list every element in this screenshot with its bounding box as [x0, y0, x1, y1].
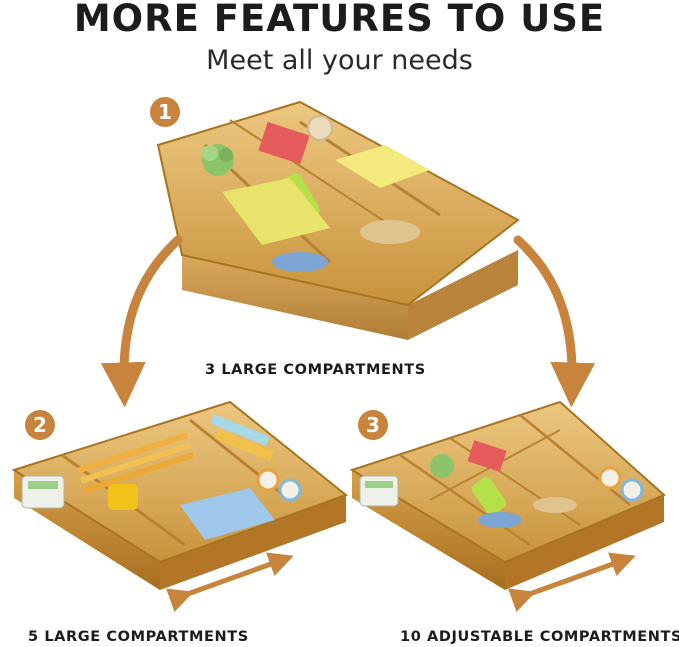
headline: MORE FEATURES TO USE — [73, 0, 606, 40]
step-badge-3: 3 — [358, 410, 388, 440]
arrow-right-curve — [513, 235, 596, 408]
step-badge-1: 1 — [150, 97, 180, 127]
expand-arrow-right — [508, 552, 636, 612]
subline: Meet all your needs — [206, 45, 473, 76]
arrow-left-curve — [100, 235, 183, 408]
expand-arrow-left — [166, 552, 294, 612]
step-badge-2: 2 — [25, 410, 55, 440]
caption-five-compartments: 5 LARGE COMPARTMENTS — [28, 629, 249, 645]
caption-three-compartments: 3 LARGE COMPARTMENTS — [205, 362, 426, 378]
organizer-three-compartments — [156, 100, 520, 340]
caption-ten-compartments: 10 ADJUSTABLE COMPARTMENTS — [400, 629, 679, 645]
organizer-five-compartments — [11, 400, 349, 590]
organizer-ten-compartments — [349, 400, 666, 590]
